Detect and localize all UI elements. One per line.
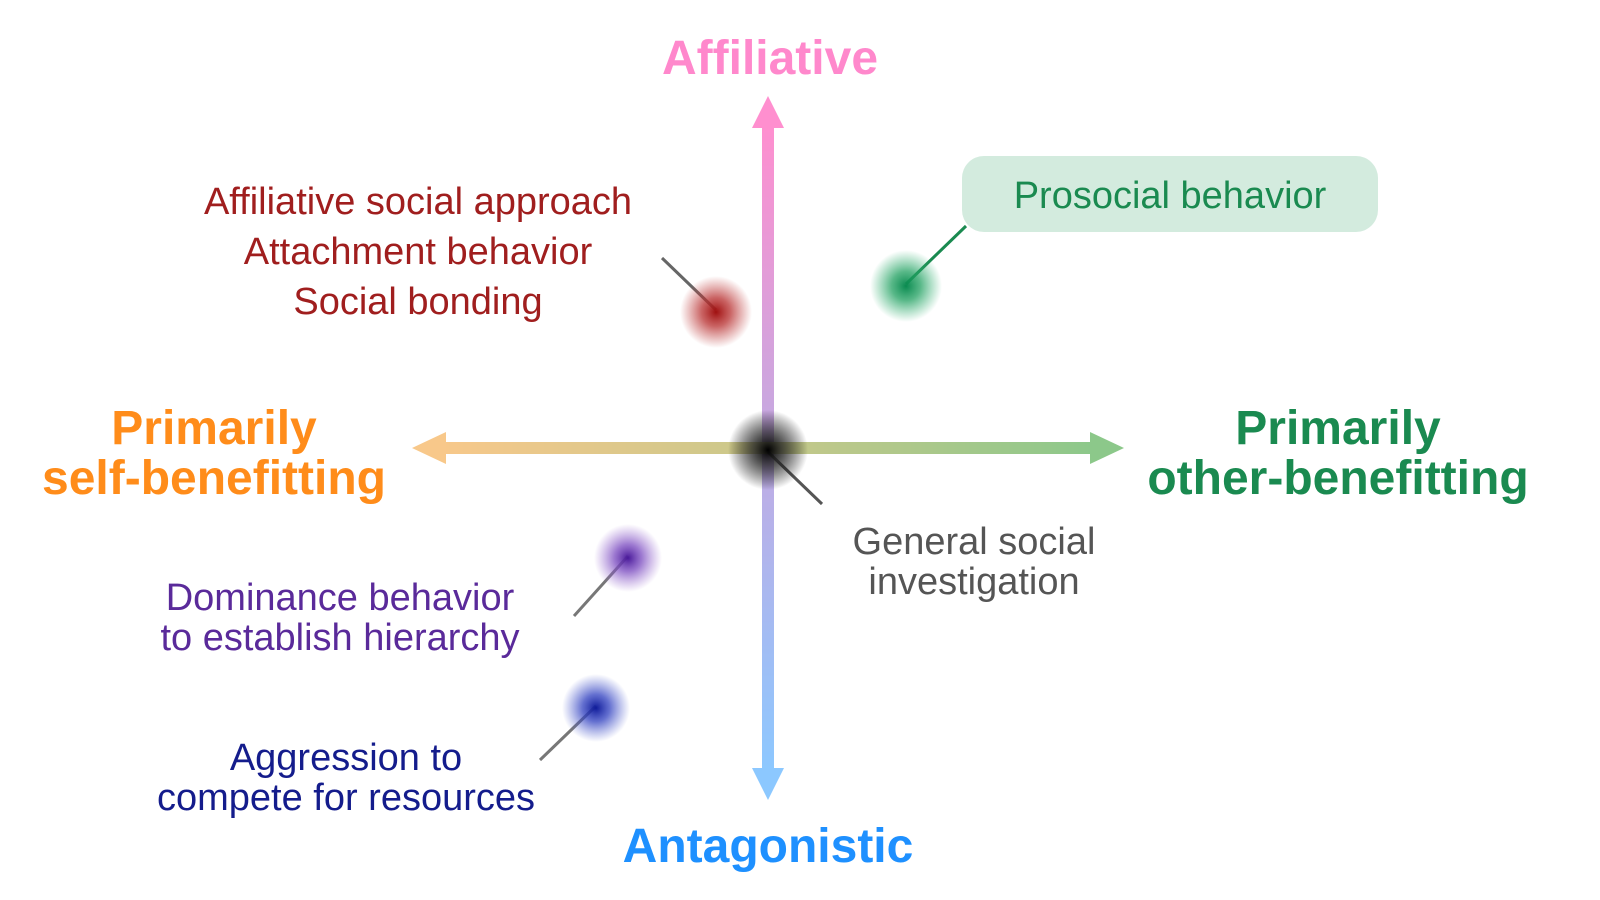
antagonistic-axis-label: Antagonistic [623, 820, 914, 873]
up-arrowhead [752, 96, 784, 128]
prosocial-box [962, 156, 1378, 232]
aggression-line-1: Aggression to [230, 737, 462, 779]
dominance-line-2: to establish hierarchy [160, 617, 519, 659]
down-arrowhead [752, 768, 784, 800]
affiliative-item-2: Attachment behavior [244, 231, 593, 273]
general-line-1: General social [853, 521, 1096, 563]
aggression-line-2: compete for resources [157, 777, 535, 819]
affiliative-item-1: Affiliative social approach [204, 181, 632, 223]
prosocial-point [870, 250, 942, 322]
other-benefitting-label-line1: Primarily [1235, 402, 1441, 455]
self-benefitting-label-line2: self-benefitting [42, 452, 386, 505]
aggression-point [562, 674, 630, 742]
left-arrowhead [412, 432, 446, 464]
general-line-2: investigation [868, 561, 1079, 603]
dominance-line-1: Dominance behavior [166, 577, 515, 619]
affiliative-item-3: Social bonding [293, 281, 542, 323]
right-arrowhead [1090, 432, 1124, 464]
dominance-point [594, 524, 662, 592]
general-investigation-point [728, 410, 808, 490]
self-benefitting-label-line1: Primarily [111, 402, 317, 455]
affiliative-point [680, 276, 752, 348]
prosocial-label: Prosocial behavior [1014, 175, 1327, 217]
other-benefitting-label-line2: other-benefitting [1147, 452, 1528, 505]
affiliative-axis-label: Affiliative [662, 32, 878, 85]
